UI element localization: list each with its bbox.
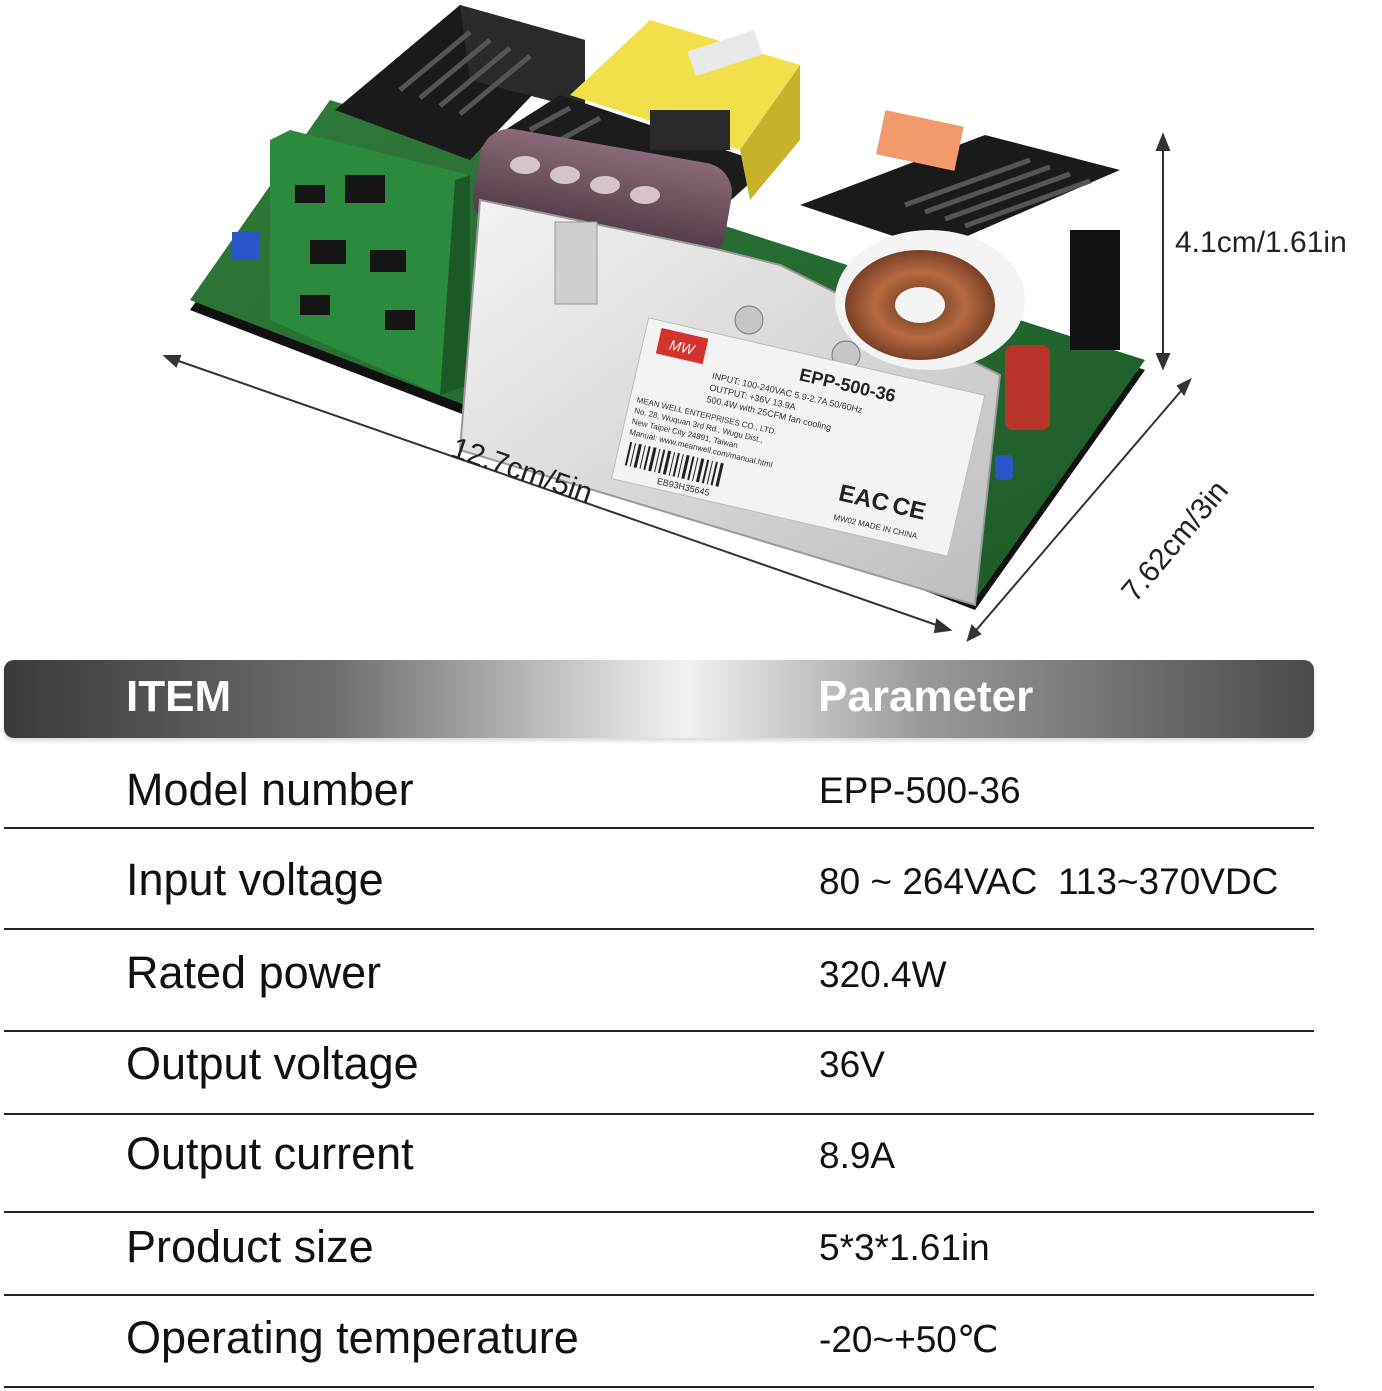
row-parameter: 80 ~ 264VAC 113~370VDC (819, 861, 1279, 902)
table-header: ITEM Parameter (4, 660, 1314, 738)
dimension-arrows (162, 132, 1192, 642)
arrow-head (1155, 132, 1171, 151)
row-item: Input voltage (126, 854, 384, 905)
table-row: Input voltage 80 ~ 264VAC 113~370VDC (4, 829, 1314, 930)
heatsink-right (800, 135, 1120, 350)
film-capacitor (1005, 345, 1050, 430)
width-label: 7.62cm/3in (1115, 474, 1235, 608)
table-row: Output current 8.9A (4, 1115, 1314, 1213)
row-item: Product size (126, 1221, 374, 1272)
row-item: Output voltage (126, 1038, 419, 1089)
brand-logo-text: MW (668, 336, 698, 358)
arrow-head (1176, 377, 1192, 396)
blue-capacitor (995, 455, 1013, 480)
row-item: Model number (126, 764, 414, 815)
orange-connector (876, 110, 964, 171)
brand-logo (655, 328, 709, 365)
row-parameter: -20~+50℃ (819, 1319, 999, 1360)
row-parameter: 36V (819, 1044, 885, 1085)
arrow-head (933, 618, 953, 634)
copper-coil (835, 230, 1025, 370)
heatsink-left (335, 5, 585, 160)
table-row: Rated power 320.4W (4, 930, 1314, 1032)
product-figure: MW EPP-500-36 INPUT: 100-240VAC 5.9-2.7A… (0, 0, 1382, 650)
row-item: Rated power (126, 947, 382, 998)
row-parameter: 5*3*1.61in (819, 1227, 990, 1268)
arrow-head (1155, 353, 1171, 371)
row-item: Operating temperature (126, 1312, 579, 1363)
table-row: Model number EPP-500-36 (4, 740, 1314, 829)
transformer (570, 20, 800, 200)
header-parameter: Parameter (818, 672, 1034, 721)
table-row: Output voltage 36V (4, 1032, 1314, 1115)
power-supply-illustration: MW EPP-500-36 INPUT: 100-240VAC 5.9-2.7A… (162, 5, 1347, 642)
table-row: Product size 5*3*1.61in (4, 1213, 1314, 1296)
control-board (232, 130, 470, 395)
table-row: Operating temperature -20~+50℃ (4, 1296, 1314, 1388)
row-parameter: 320.4W (819, 954, 947, 995)
length-arrow (169, 357, 946, 629)
arrow-head (162, 355, 182, 368)
height-label: 4.1cm/1.61in (1175, 226, 1347, 259)
row-parameter: 8.9A (819, 1135, 896, 1176)
width-arrow (971, 383, 1188, 636)
product-label: MW EPP-500-36 INPUT: 100-240VAC 5.9-2.7A… (610, 317, 986, 557)
row-item: Output current (126, 1128, 414, 1179)
barcode (624, 441, 724, 487)
arrow-head (966, 624, 982, 642)
row-parameter: EPP-500-36 (819, 770, 1021, 811)
header-item: ITEM (126, 672, 232, 721)
